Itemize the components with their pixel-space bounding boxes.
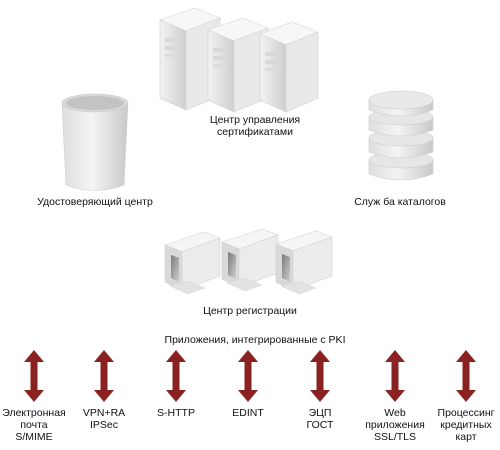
directory-label: Служ ба каталогов (354, 196, 446, 208)
application-label-line: S/MIME (15, 431, 53, 443)
terminal-icon (221, 228, 279, 292)
server-tower-icon (259, 21, 319, 113)
application-label: S-HTTP (136, 407, 216, 419)
application-label-line: S-HTTP (157, 407, 195, 419)
application-label-line: IPSec (89, 419, 118, 431)
application-label: EDINT (208, 407, 288, 419)
terminal-icon (164, 231, 221, 295)
terminal-icon (275, 230, 333, 295)
double-arrow-icon (166, 350, 186, 402)
application-label-line: VPN+RA (82, 407, 126, 419)
application-label-line: Процессинг (437, 407, 495, 419)
double-arrow-icon (238, 350, 258, 402)
server-tower-icon (207, 17, 269, 113)
cms-label-line1: Центр управления (209, 114, 301, 126)
double-arrow-icon (385, 350, 405, 402)
application-label-line: почта (20, 419, 48, 431)
stacked-disk-icon (368, 90, 434, 181)
applications-title: Приложения, интегрированные с PKI (164, 334, 346, 346)
application-label-line: кредитных (440, 419, 492, 431)
application-label-line: Web (384, 407, 406, 419)
application-label-line: Электронная (2, 407, 66, 419)
workstation-terminals-icon (164, 228, 333, 295)
ra-label: Центр регистрации (203, 305, 297, 317)
double-arrow-icon (456, 350, 476, 402)
database-cylinder-icon (61, 93, 129, 191)
double-arrow-icon (310, 350, 330, 402)
cms-label-line2: сертификатами (217, 126, 293, 138)
double-arrow-icon (24, 350, 44, 402)
cms-label: Центр управления сертификатами (196, 114, 314, 138)
double-arrow-icon (94, 350, 114, 402)
application-label-line: карт (455, 431, 477, 443)
application-label-line: EDINT (232, 407, 264, 419)
ca-label: Удостоверяющий центр (37, 196, 153, 208)
application-label-line: приложения (365, 419, 425, 431)
server-towers-icon (159, 7, 319, 113)
application-label-line: SSL/TLS (373, 431, 417, 443)
application-label-line: ГОСТ (306, 419, 334, 431)
application-label-line: ЭЦП (308, 407, 332, 419)
